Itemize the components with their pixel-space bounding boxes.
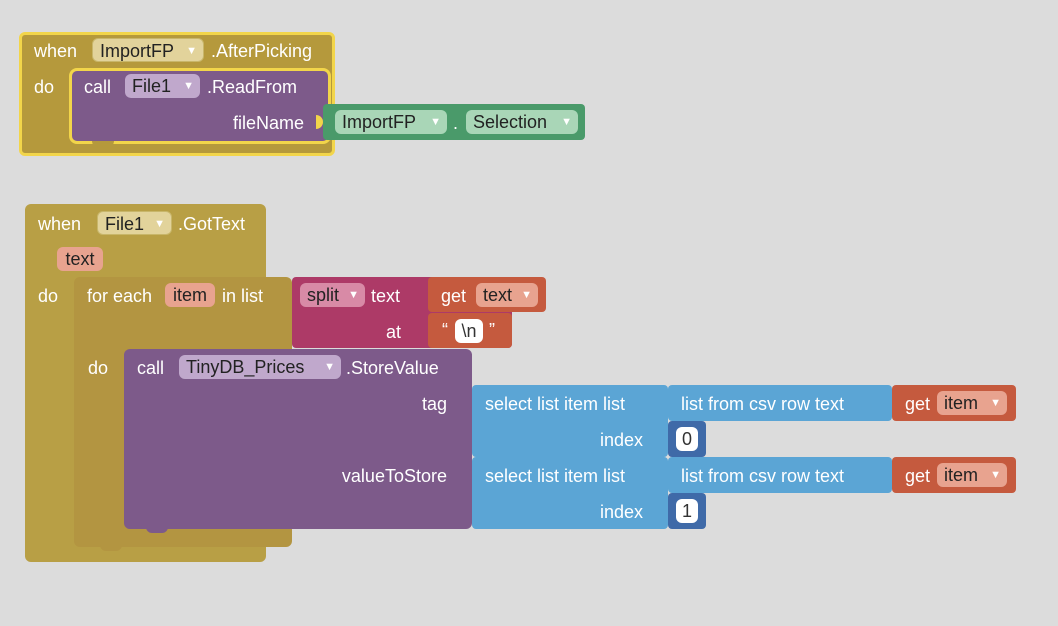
component-name: TinyDB_Prices xyxy=(186,357,305,377)
number-value-field[interactable]: 1 xyxy=(676,499,698,523)
variable-name: item xyxy=(944,465,979,485)
string-value-field[interactable]: \n xyxy=(455,319,483,343)
component-dropdown-importfp[interactable]: ImportFP ▼ xyxy=(92,38,204,62)
event-name: .AfterPicking xyxy=(211,41,313,61)
csv-row-label: list from csv row text xyxy=(681,394,845,414)
method-name: .StoreValue xyxy=(346,358,439,378)
chevron-down-icon: ▼ xyxy=(183,80,194,92)
chevron-down-icon: ▼ xyxy=(430,116,441,128)
param-label-tag: tag xyxy=(421,394,447,414)
variable-name: text xyxy=(483,285,513,305)
component-dropdown-file1[interactable]: File1 ▼ xyxy=(97,211,172,235)
close-quote: ” xyxy=(489,320,495,340)
split-mode-dropdown[interactable]: split ▼ xyxy=(300,283,365,307)
component-name: ImportFP xyxy=(100,41,175,61)
block-tab xyxy=(92,141,114,147)
at-label: at xyxy=(386,322,402,342)
get-label: get xyxy=(905,466,931,486)
select-list-item-label: select list item list xyxy=(485,394,626,414)
select-list-item-label: select list item list xyxy=(485,466,626,486)
do-label: do xyxy=(88,358,109,378)
loop-variable-item[interactable]: item xyxy=(165,283,215,307)
property-dropdown-selection[interactable]: Selection ▼ xyxy=(466,110,578,134)
procedure-call-file1-readfrom[interactable] xyxy=(69,68,331,144)
chevron-down-icon: ▼ xyxy=(990,469,1001,481)
select-list-item-block-tag[interactable] xyxy=(472,385,668,457)
variable-name: item xyxy=(944,393,979,413)
block-tab xyxy=(146,527,168,533)
chevron-down-icon: ▼ xyxy=(324,361,335,373)
in-list-label: in list xyxy=(222,286,264,306)
csv-row-label: list from csv row text xyxy=(681,466,845,486)
split-mode: split xyxy=(307,285,340,305)
chevron-down-icon: ▼ xyxy=(348,289,359,301)
chevron-down-icon: ▼ xyxy=(186,45,197,57)
chevron-down-icon: ▼ xyxy=(561,116,572,128)
list-from-csv-row-block-value[interactable] xyxy=(668,457,892,493)
number-value-field[interactable]: 0 xyxy=(676,427,698,451)
open-quote: “ xyxy=(442,320,448,340)
do-label: do xyxy=(38,286,59,306)
text-label: text xyxy=(371,286,401,306)
do-label: do xyxy=(34,77,55,97)
component-name: File1 xyxy=(132,76,172,96)
chevron-down-icon: ▼ xyxy=(521,289,532,301)
param-label-valuetostore: valueToStore xyxy=(341,466,447,486)
component-name: File1 xyxy=(105,214,145,234)
index-label: index xyxy=(599,502,643,522)
param-label-filename: fileName xyxy=(232,113,304,133)
socket-notch xyxy=(465,396,472,410)
socket-notch xyxy=(285,288,292,302)
when-label: when xyxy=(34,41,78,61)
chevron-down-icon: ▼ xyxy=(154,218,165,230)
socket-notch xyxy=(465,468,472,482)
block-tab xyxy=(100,545,122,551)
dot-label: . xyxy=(453,113,459,133)
component-dropdown-file1[interactable]: File1 ▼ xyxy=(125,74,200,98)
procedure-call-tinydb-storevalue[interactable] xyxy=(124,349,472,529)
variable-dropdown-item[interactable]: item ▼ xyxy=(937,391,1007,415)
index-label: index xyxy=(599,430,643,450)
for-each-label: for each xyxy=(87,286,153,306)
list-from-csv-row-block-tag[interactable] xyxy=(668,385,892,421)
socket-notch xyxy=(316,115,323,129)
event-name: .GotText xyxy=(178,214,246,234)
component-name: ImportFP xyxy=(342,112,417,132)
method-name: .ReadFrom xyxy=(207,77,298,97)
get-label: get xyxy=(905,394,931,414)
property-name: Selection xyxy=(473,112,548,132)
event-parameter-text[interactable]: text xyxy=(57,247,103,271)
variable-dropdown-text[interactable]: text ▼ xyxy=(476,283,538,307)
when-label: when xyxy=(38,214,82,234)
get-label: get xyxy=(441,286,467,306)
variable-dropdown-item[interactable]: item ▼ xyxy=(937,463,1007,487)
call-label: call xyxy=(84,77,112,97)
component-dropdown-importfp[interactable]: ImportFP ▼ xyxy=(335,110,447,134)
call-label: call xyxy=(137,358,165,378)
select-list-item-block-value[interactable] xyxy=(472,457,668,529)
component-dropdown-tinydb-prices[interactable]: TinyDB_Prices ▼ xyxy=(179,355,341,379)
chevron-down-icon: ▼ xyxy=(990,397,1001,409)
